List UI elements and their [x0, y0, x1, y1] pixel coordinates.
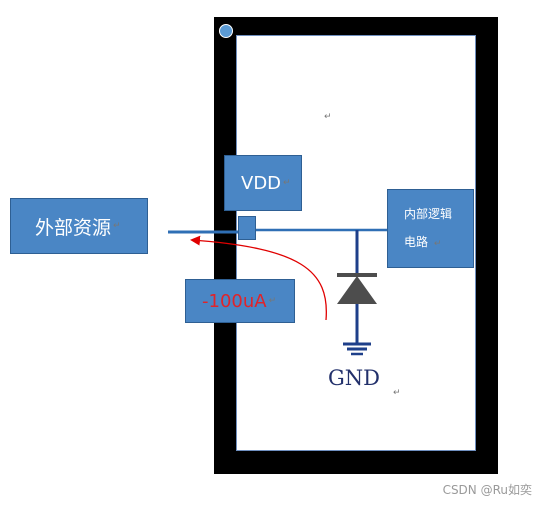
return-mark: ↵ — [283, 178, 291, 188]
current-label: -100uA — [202, 290, 267, 312]
external-resource-box: 外部资源 ↵ — [10, 198, 148, 254]
external-resource-label: 外部资源 — [35, 216, 112, 239]
current-box: -100uA ↵ — [185, 279, 295, 323]
current-flow-arrow — [190, 235, 327, 321]
return-mark: ↵ — [113, 221, 121, 231]
internal-logic-label-line1: 内部逻辑 — [404, 207, 453, 221]
vdd-box: VDD ↵ — [224, 155, 302, 211]
return-mark: ↵ — [393, 388, 401, 398]
pin1-marker-dot — [219, 24, 233, 38]
gnd-label: GND — [328, 366, 380, 390]
return-mark: ↵ — [324, 112, 332, 122]
internal-logic-box: 内部逻辑 电路 ↵ — [387, 189, 474, 268]
vdd-label: VDD — [241, 172, 282, 194]
internal-logic-label-line2: 电路 — [404, 235, 429, 249]
diode-triangle — [337, 276, 377, 304]
watermark: CSDN @Ru如奕 — [442, 483, 532, 497]
return-mark: ↵ — [268, 296, 277, 306]
io-pad — [238, 216, 256, 240]
return-mark: ↵ — [433, 239, 442, 249]
